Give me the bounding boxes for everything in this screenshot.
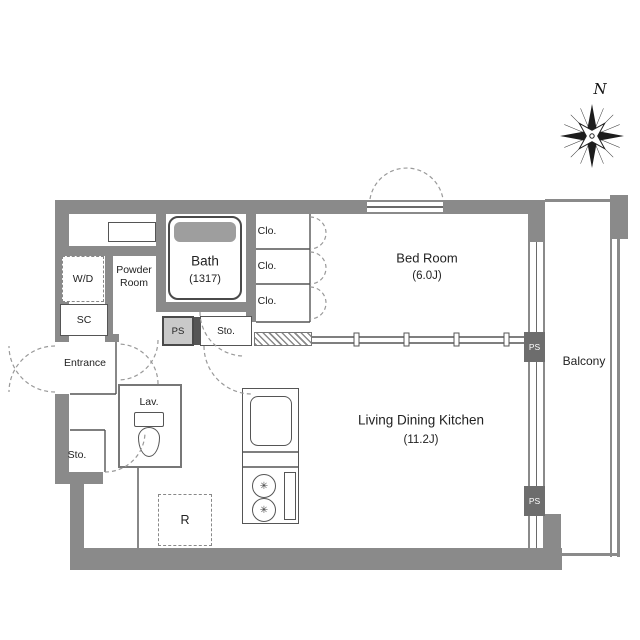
window-ldk-balcony [528,362,545,486]
closet-folding-door-arc [309,251,327,285]
room-label-ldk: Living Dining Kitchen [357,412,485,428]
shoe-closet-box: SC [60,304,108,336]
room-label-storage-lower: Sto. [67,449,87,461]
burner-glyph: ✳ [259,480,269,492]
wall-top-right [443,200,545,214]
washer-dryer-box: W/D [62,256,104,302]
wall-balcony-corner-top [610,195,628,239]
shoe-closet-label: SC [76,314,92,326]
pipe-space-lower-label: PS [528,496,541,506]
room-label-entrance: Entrance [63,357,107,369]
pipe-space-hall-label: PS [171,325,185,337]
stove-burner-icon: ✳ [252,498,276,522]
room-label-balcony: Balcony [562,354,606,368]
storage-hall-label: Sto. [217,325,235,337]
compass-rose: N [560,80,624,168]
powder-door-swing-arc [117,339,159,381]
lavatory-door-swing-arc [117,343,159,385]
storage-hall-box: Sto. [200,316,252,346]
powder-line1: Powder [116,263,152,276]
closet-label: Clo. [257,295,277,307]
room-label-powder: Powder Room [116,264,152,290]
wall-powder-left [105,256,113,340]
refrigerator-box: R [158,494,212,546]
pipe-space-upper: PS [524,332,545,362]
kitchen-sink [250,396,292,446]
partition-tick [403,332,410,347]
room-label-bath: Bath [191,253,219,269]
balcony-top-line [545,199,612,202]
refrigerator-label: R [180,513,190,527]
wall-powder-bottom [105,334,119,342]
closet-folding-door-arc [309,286,327,320]
closet-folding-door-arc [309,216,327,250]
balcony-railing-inner [610,237,612,557]
room-size-ldk: (11.2J) [403,434,439,446]
room-size-bedroom: (6.0J) [412,270,442,282]
stove-burner-icon: ✳ [252,474,276,498]
closet-label: Clo. [257,225,277,237]
partition-tick [503,332,510,347]
ps-sto-divider [194,317,200,345]
wall-right-stub-top [528,214,545,242]
partition-tick [453,332,460,347]
window-bedroom-balcony [528,242,545,332]
wall-top-left [55,200,367,214]
wall-bath-right [246,214,256,322]
room-label-lavatory: Lav. [139,396,159,408]
bathtub-rim [174,222,236,242]
stove-side-panel [284,472,296,520]
window-ldk-balcony-small [528,516,545,548]
bathtub [168,216,242,300]
wall-left-lower [55,394,69,478]
washer-dryer-label: W/D [72,273,94,285]
pipe-space-hall-box: PS [162,316,194,346]
room-label-bedroom: Bed Room [396,250,458,266]
toilet-tank [134,412,164,427]
hatch-strip [254,332,312,346]
wall-balcony-corner-bottom [545,514,561,570]
balcony-bottom-line [560,553,620,556]
partition-tick [353,332,360,347]
balcony-railing-outer [617,237,620,557]
closet-label: Clo. [257,260,277,272]
high-window [108,222,156,242]
window-swing-arc [369,167,444,200]
window-bedroom-top [367,200,443,214]
wall-bath-left [156,214,166,312]
powder-line2: Room [119,277,149,289]
compass-center [589,133,595,139]
pipe-space-lower: PS [524,486,545,516]
pipe-space-upper-label: PS [528,342,541,352]
wall-under-window [55,246,165,256]
compass-north-label: N [592,80,607,98]
wall-bath-bottom [156,302,256,312]
wall-left-jog [55,472,103,484]
entrance-door-swing-arc [8,345,56,393]
burner-glyph: ✳ [259,504,269,516]
room-size-bath: (1317) [189,273,221,285]
entrance-door-swing-arc [8,345,56,393]
storage-hall-door-swing-arc [203,345,253,395]
wall-bottom [70,548,562,570]
